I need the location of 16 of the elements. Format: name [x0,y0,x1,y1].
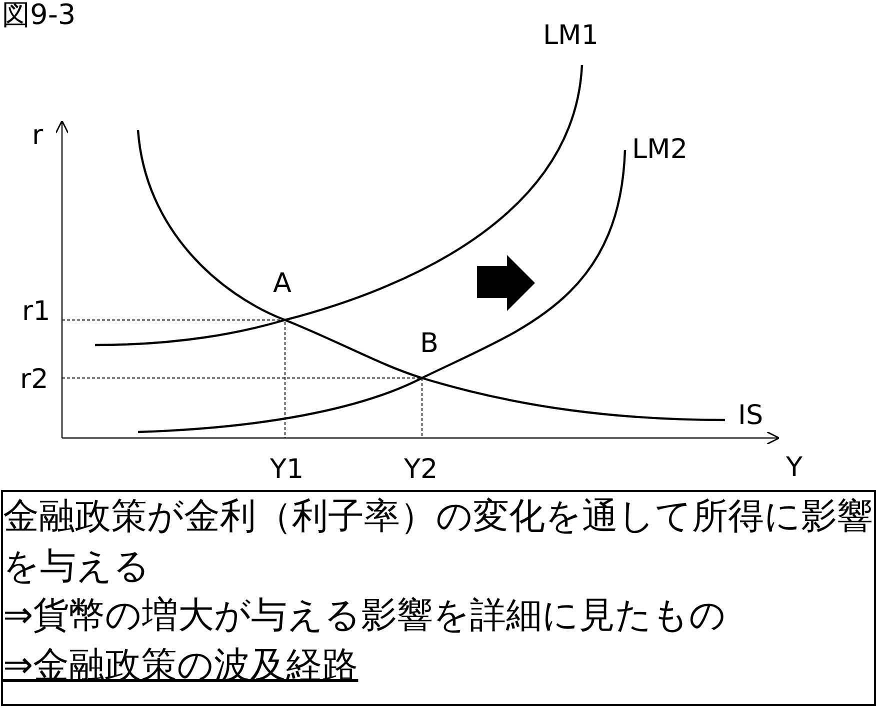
box-text: 金融政策が金利（利子率）の変化を通して所得に影響を与える [3,495,874,589]
axis-label: r [32,122,44,149]
box-text: ⇒金融政策の波及経路 [3,644,360,688]
tick-label: r1 [22,298,50,325]
curve-label: LM1 [543,22,599,49]
tick-label: r2 [20,366,48,393]
figure-title: 図9-3 [2,1,76,29]
point-label: B [420,330,439,357]
tick-label: Y1 [270,456,304,483]
axis-label: Y [786,454,802,481]
box-text: ⇒貨幣の増大が与える影響を詳細に見たもの [3,594,728,638]
point-label: A [273,270,292,297]
curve-label: IS [738,402,764,429]
curve-label: LM2 [632,136,688,163]
tick-label: Y2 [404,456,438,483]
text-box [1,490,876,706]
